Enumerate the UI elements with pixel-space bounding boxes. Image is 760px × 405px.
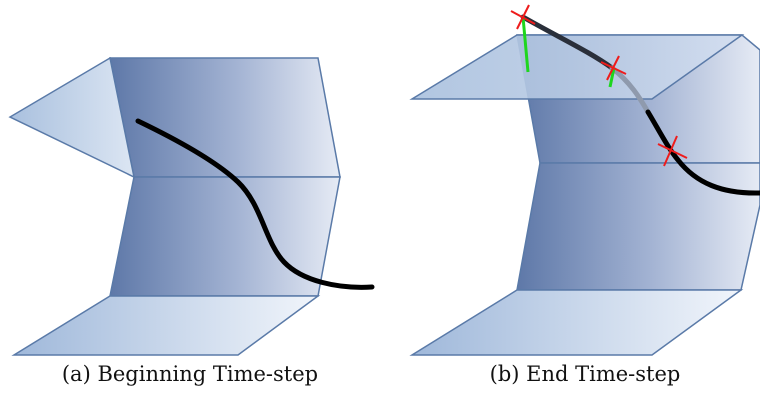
red-cross-icon — [657, 135, 688, 167]
caption-b: (b) End Time-step — [489, 362, 681, 386]
top-flap — [8, 56, 136, 179]
trajectory-curve-icon — [135, 118, 375, 290]
green-segment-icon — [521, 16, 530, 73]
lower-panel — [516, 162, 760, 291]
trajectory-curve-segment — [645, 109, 760, 196]
diagram-b — [409, 4, 760, 356]
green-segment-icon — [608, 67, 616, 88]
folded-surface-icon — [409, 34, 760, 356]
bottom-flap — [409, 289, 744, 356]
red-cross-icon — [600, 55, 627, 81]
red-cross-icon — [510, 4, 536, 30]
trajectory-curve-segment — [609, 65, 651, 115]
bottom-flap — [11, 295, 321, 356]
folded-surface-icon — [8, 56, 341, 356]
diagram-a — [8, 56, 375, 356]
upper-panel — [109, 57, 341, 178]
caption-a: (a) Beginning Time-step — [61, 362, 319, 386]
top-flap — [409, 34, 745, 100]
